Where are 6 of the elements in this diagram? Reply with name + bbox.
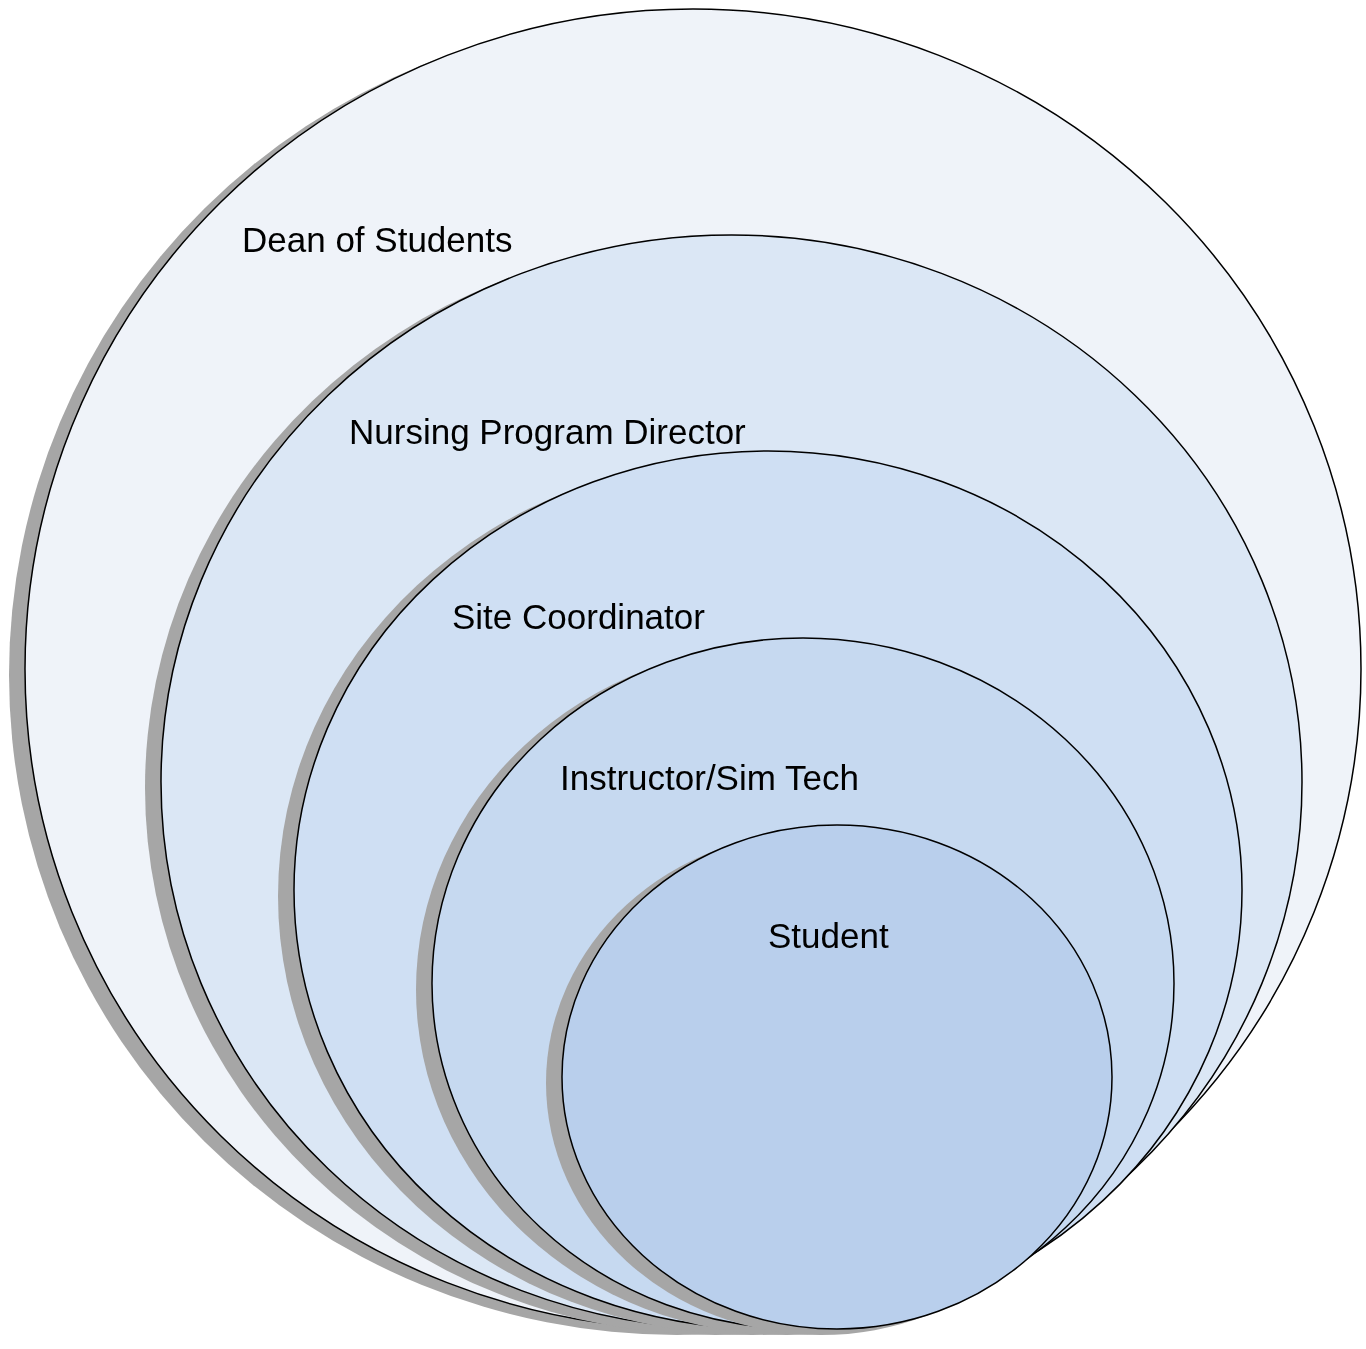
ellipse-label: Nursing Program Director [349, 412, 746, 452]
ellipse-node [561, 824, 1113, 1330]
ellipse-label: Instructor/Sim Tech [560, 758, 859, 798]
ellipse-label: Dean of Students [242, 220, 513, 260]
ellipse-label: Student [768, 916, 889, 956]
ellipse-label: Site Coordinator [452, 597, 705, 637]
